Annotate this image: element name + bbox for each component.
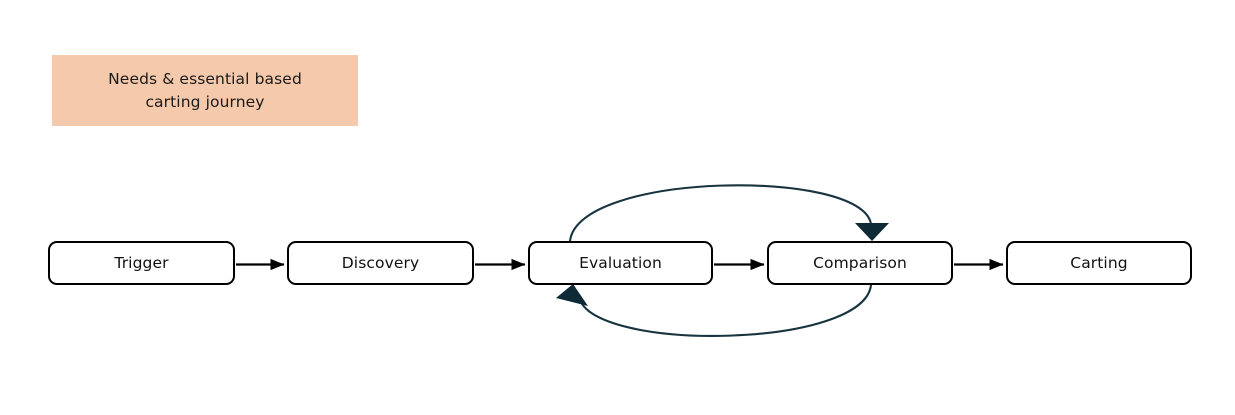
node-discovery-label: Discovery [341,254,420,272]
arrowhead-up-into-evaluation [556,284,588,306]
node-discovery[interactable]: Discovery [287,241,474,285]
node-comparison[interactable]: Comparison [767,241,953,285]
legend-title-block: Needs & essential based carting journey [52,55,358,126]
node-carting[interactable]: Carting [1006,241,1192,285]
node-trigger-label: Trigger [114,254,169,272]
node-comparison-label: Comparison [813,254,907,272]
node-evaluation-label: Evaluation [579,254,662,272]
node-trigger[interactable]: Trigger [48,241,235,285]
node-evaluation[interactable]: Evaluation [528,241,713,285]
legend-title-text: Needs & essential based carting journey [108,69,302,111]
edge-loop-comparison-to-evaluation [579,284,873,337]
arrowhead-down-into-comparison [855,223,889,241]
edge-loop-evaluation-to-comparison [568,184,873,242]
node-carting-label: Carting [1070,254,1128,272]
